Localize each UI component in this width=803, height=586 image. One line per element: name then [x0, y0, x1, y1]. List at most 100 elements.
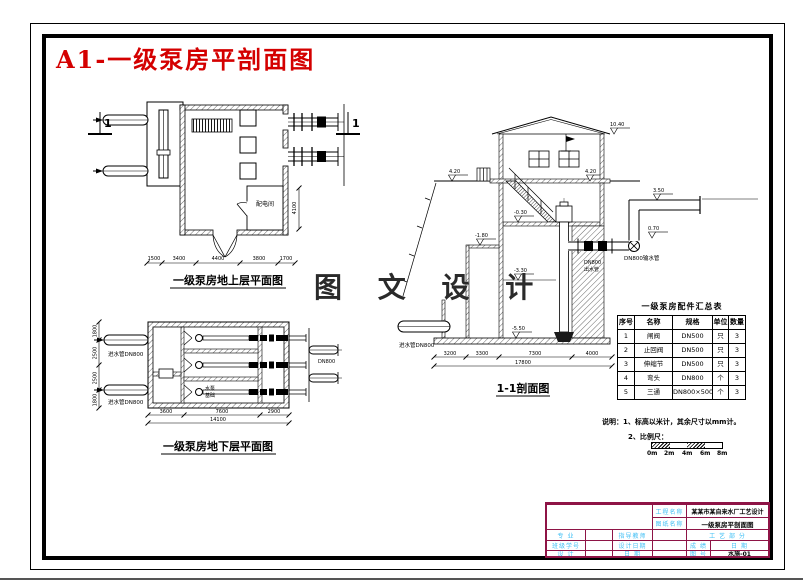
- equipment-box: [239, 109, 257, 127]
- section-marker-label: 1: [352, 117, 360, 130]
- grade-label: 成 绩: [687, 541, 711, 551]
- pump-unit-1: [195, 334, 307, 342]
- dim-text: 2900: [268, 409, 281, 415]
- inlet-pipe: [397, 320, 451, 333]
- dim-total-text: 14100: [210, 417, 226, 423]
- pump-base-label: 基础: [205, 392, 215, 399]
- inner-frame: [42, 34, 773, 560]
- scale-segment: [704, 443, 722, 448]
- title-block: 工程名称 某某市某自来水厂工艺设计 图纸名称 一级泵房平剖面图 专 业 指导教师…: [545, 502, 770, 558]
- scale-label: 8m: [717, 450, 728, 457]
- dim-text: 1800: [93, 325, 99, 338]
- date2-value: [653, 551, 687, 556]
- inlet-pipes: [93, 114, 149, 177]
- cell: DN500: [672, 357, 713, 372]
- dim-text: 3200: [444, 351, 457, 357]
- electrical-room: [236, 185, 284, 231]
- inlet-pipe-label: 进水管DN800: [108, 398, 144, 406]
- cell: DN500: [672, 343, 713, 358]
- parts-table: 序号 名称 规格 单位 数量 1 闸阀 DN500 只 3 2 止回阀 DN50…: [617, 315, 746, 400]
- project-name-label: 工程名称: [653, 505, 687, 518]
- col-header: 序号: [617, 315, 635, 330]
- scale-label: 2m: [664, 450, 675, 457]
- outlet-pipes: [288, 104, 345, 186]
- cell: 3: [728, 385, 746, 400]
- designer-label: 设 计: [547, 551, 586, 556]
- pipe-label: 出水管: [584, 266, 599, 273]
- excavation-slope: [401, 182, 437, 297]
- inlet-pipe-label: 进水管DN800: [108, 350, 144, 358]
- cell: 4: [617, 371, 635, 386]
- drawing-main-title: A1-一级泵房平剖面图: [56, 45, 316, 74]
- cell: DN500: [672, 329, 713, 344]
- dimension-bottom: 1500 3400 4400 3800 1700: [144, 256, 298, 266]
- cell: 5: [617, 385, 635, 400]
- window: [528, 150, 550, 168]
- col-header: 规格: [672, 315, 713, 330]
- table-row: 1 闸阀 DN500 只 3: [617, 329, 746, 344]
- cell: 个: [712, 385, 729, 400]
- scale-label: 6m: [700, 450, 711, 457]
- window: [558, 150, 580, 168]
- class-id-value: [586, 541, 613, 551]
- dimension-right: 4100: [292, 185, 302, 232]
- dim-text: 4100: [292, 202, 298, 215]
- design-date-label: 设计日期: [613, 541, 653, 551]
- drawing-name-value: 一级泵房平剖面图: [687, 518, 768, 530]
- page-bottom-edge: [0, 578, 803, 580]
- section-caption: 1-1剖面图: [497, 381, 550, 395]
- class-id-label: 班级学号: [547, 541, 586, 551]
- elevation-text: 3.50: [653, 188, 664, 194]
- cell: 三通: [634, 385, 673, 400]
- table-row: 2 止回阀 DN500 只 3: [617, 343, 746, 358]
- elevation-text: -3.30: [514, 268, 527, 274]
- parts-table-title: 一级泵房配件汇总表: [641, 302, 723, 311]
- col-header: 单位: [712, 315, 729, 330]
- pump-base-label: 水泵: [205, 385, 215, 392]
- project-name-value: 某某市某自来水厂工艺设计: [687, 505, 768, 518]
- outdoor-grate: [476, 167, 491, 182]
- transmission-pipe-label: DN800输水管: [624, 254, 660, 262]
- scale-label: 0m: [647, 450, 658, 457]
- cell: 闸阀: [634, 329, 673, 344]
- dim-text: 2500: [93, 347, 99, 360]
- sump-floor: [433, 337, 611, 345]
- elevation-text: -5.50: [512, 326, 525, 332]
- cell: 3: [728, 357, 746, 372]
- notes: 说明：1、标高以米计，其余尺寸以mm计。 2、比例尺：: [602, 417, 782, 442]
- cell: 伸缩节: [634, 357, 673, 372]
- walls-hatched: [179, 104, 289, 236]
- pump-unit-2: [195, 361, 307, 369]
- designer-value: [586, 551, 613, 556]
- cell: DN800×500: [672, 385, 713, 400]
- parts-summary: 一级泵房配件汇总表 序号 名称 规格 单位 数量 1 闸阀 DN500 只 3 …: [617, 301, 747, 400]
- major-value: [586, 530, 613, 541]
- hoist-symbol: [561, 134, 575, 152]
- equipment-box: [239, 162, 257, 180]
- scale-segment: [669, 443, 687, 448]
- dimension-bottom: 3600 7600 2900 14100: [145, 409, 292, 426]
- cell: 弯头: [634, 371, 673, 386]
- dim-text: 2500: [93, 372, 99, 385]
- sluice-gate: [158, 368, 174, 379]
- mid-floor-slab: [502, 221, 601, 227]
- dim-text: 1800: [93, 394, 99, 407]
- table-row: 4 弯头 DN800 个 3: [617, 371, 746, 386]
- inlet-pipe-label: 进水管DN800: [399, 341, 435, 349]
- entrance-double-door: [212, 234, 238, 258]
- drawing-no-value: 水施-01: [728, 551, 751, 556]
- note-line-1: 说明：1、标高以米计，其余尺寸以mm计。: [602, 418, 741, 426]
- elevation-text: 0.70: [648, 226, 659, 232]
- dim-text: 7600: [216, 409, 229, 415]
- date-label: 日 期: [711, 541, 768, 551]
- section-view: 进水管DN800: [397, 116, 758, 397]
- outer-frame: [30, 23, 785, 570]
- dim-text: 3400: [173, 256, 186, 262]
- vertical-pump: [554, 198, 574, 342]
- cell: 3: [728, 371, 746, 386]
- cell: 只: [712, 357, 729, 372]
- roof: [491, 116, 611, 135]
- sluice-gate: [156, 149, 171, 156]
- scale-label: 4m: [682, 450, 693, 457]
- cell: 3: [728, 343, 746, 358]
